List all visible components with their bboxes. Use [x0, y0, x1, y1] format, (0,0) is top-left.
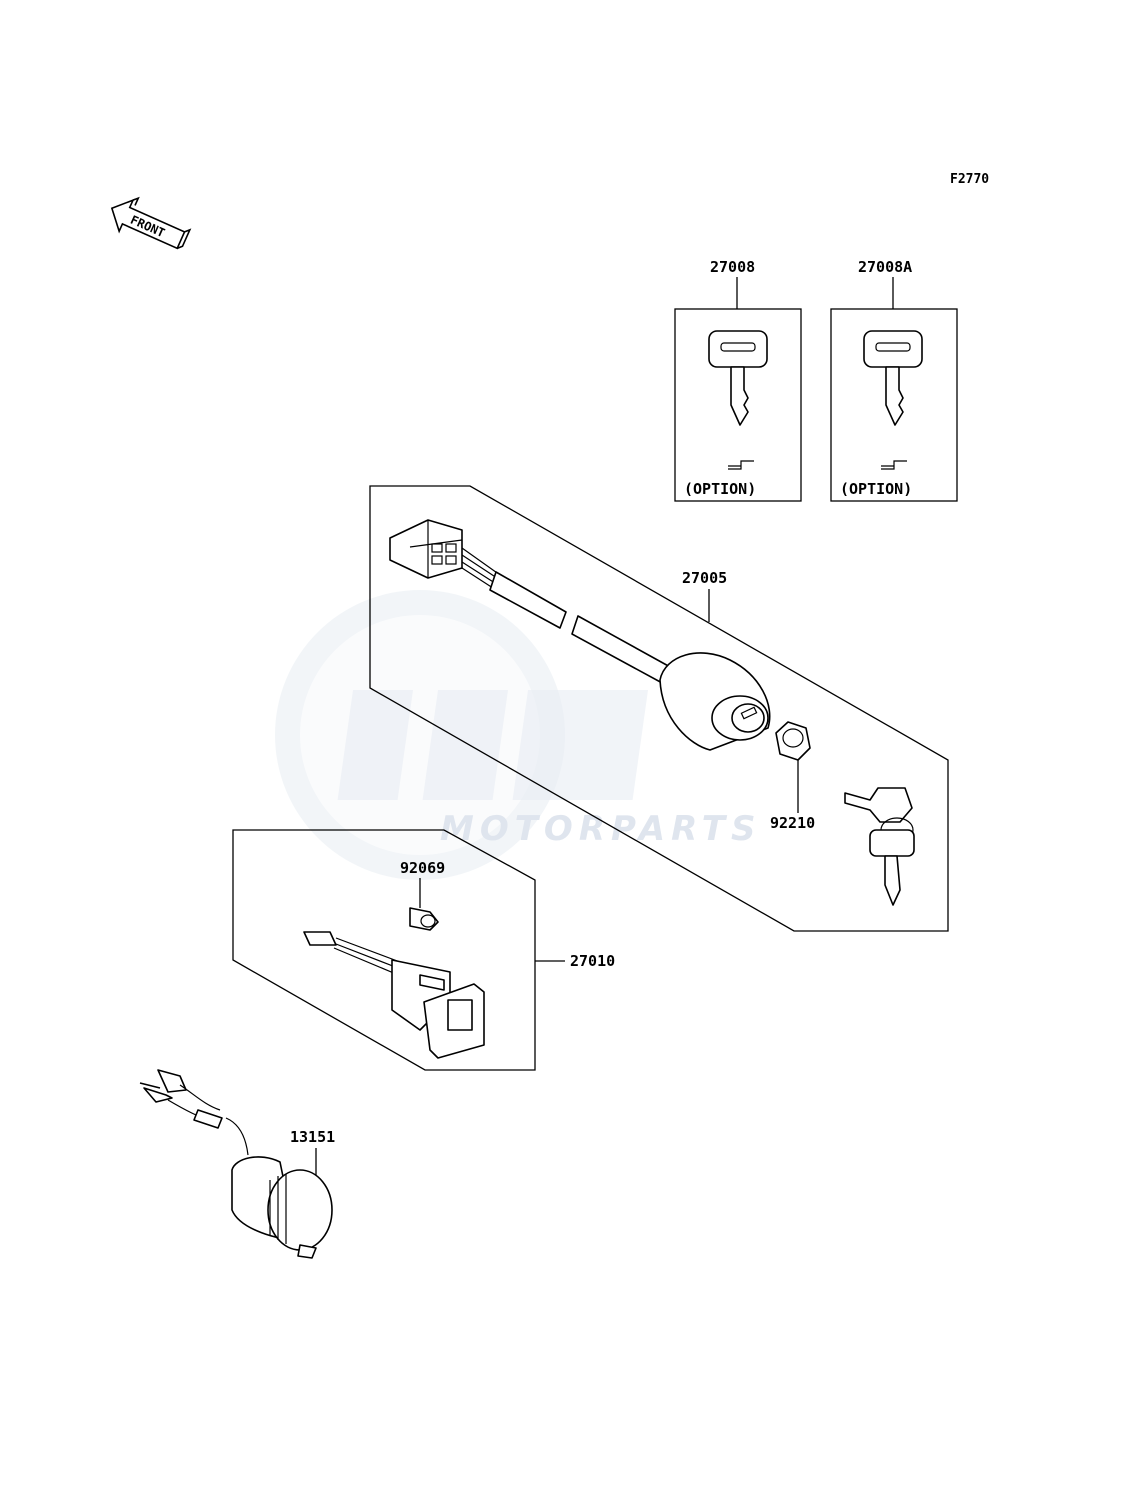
- part-number-27008A: 27008A: [858, 258, 912, 276]
- front-arrow-icon: FRONT: [110, 196, 192, 250]
- watermark-brand: MOTORPARTS: [440, 809, 761, 849]
- part-13151-group[interactable]: 13151: [139, 1069, 335, 1259]
- cable-icon: [571, 615, 673, 685]
- sensor-icon: [231, 1156, 333, 1259]
- wire-leads-icon: [139, 1069, 249, 1156]
- cable-icon: [489, 571, 567, 629]
- ignition-switch-icon: [659, 652, 771, 751]
- nut-icon: [775, 721, 811, 761]
- part-27005-group[interactable]: 27005 92210: [369, 485, 949, 932]
- key-icon: [863, 330, 923, 426]
- part-number-92210: 92210: [770, 814, 815, 832]
- option-note-27008: (OPTION): [684, 480, 756, 498]
- wires-icon: [461, 547, 501, 591]
- connector-icon: [389, 519, 463, 579]
- key-code-icon: [728, 460, 754, 470]
- part-number-27005: 27005: [682, 569, 727, 587]
- key-code-icon: [881, 460, 907, 470]
- part-number-27010: 27010: [570, 952, 615, 970]
- key-icon: [708, 330, 768, 426]
- part-number-92069: 92069: [400, 859, 445, 877]
- figure-code: F2770: [950, 172, 989, 187]
- part-27008A-group[interactable]: 27008A (OPTION): [830, 258, 958, 502]
- part-27010-group[interactable]: 27010 92069: [232, 829, 615, 1071]
- switch-icon: [303, 931, 485, 1059]
- part-number-13151: 13151: [290, 1128, 335, 1146]
- option-note-27008A: (OPTION): [840, 480, 912, 498]
- part-27008-group[interactable]: 27008 (OPTION): [674, 258, 802, 502]
- part-number-27008: 27008: [710, 258, 755, 276]
- bulb-icon: [409, 907, 439, 931]
- watermark: MOTORPARTS: [275, 590, 761, 880]
- keys-icon: [844, 787, 915, 906]
